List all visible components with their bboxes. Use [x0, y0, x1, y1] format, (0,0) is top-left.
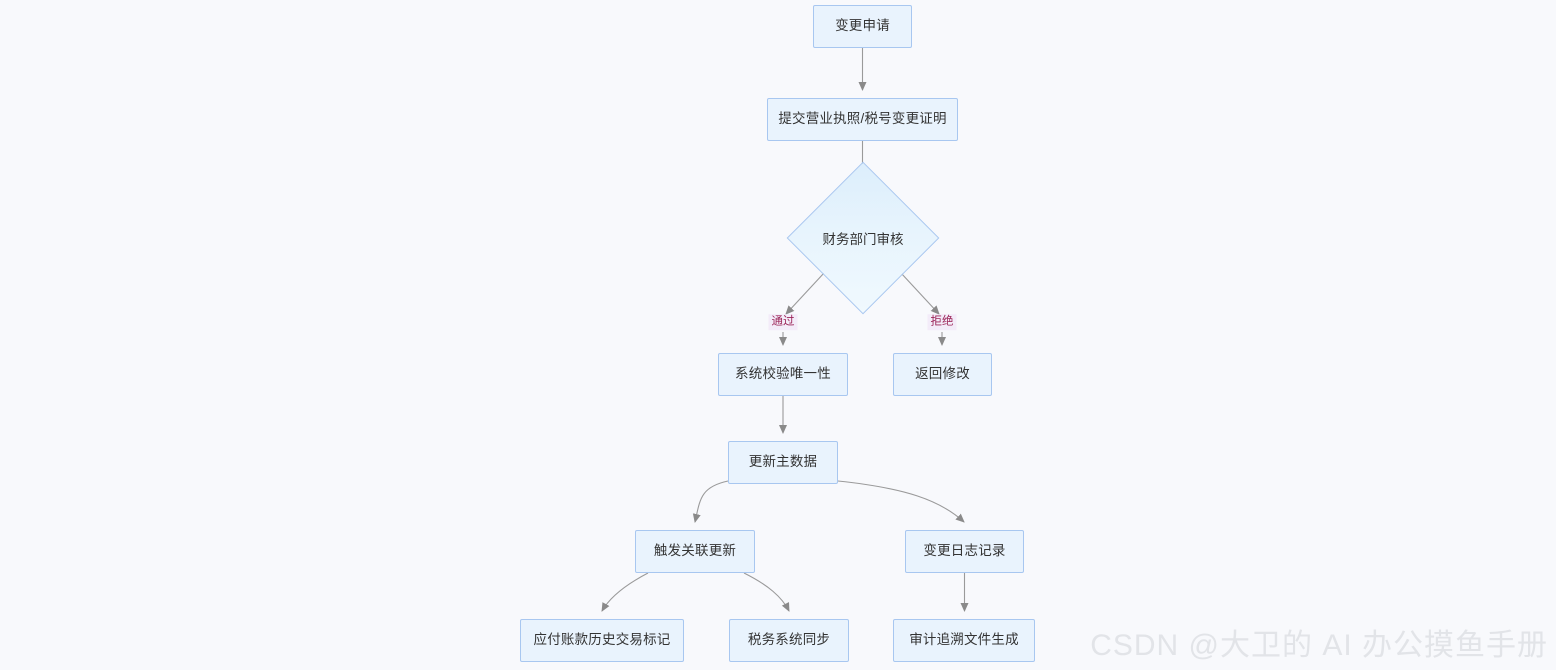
node-system-uniqueness-check[interactable]: 系统校验唯一性 [718, 353, 848, 396]
node-trigger-related-updates[interactable]: 触发关联更新 [635, 530, 755, 573]
node-label: 变更日志记录 [923, 543, 1006, 559]
node-tax-system-sync[interactable]: 税务系统同步 [729, 619, 849, 662]
node-label: 更新主数据 [748, 454, 818, 470]
node-update-master-data[interactable]: 更新主数据 [728, 441, 838, 484]
node-label: 触发关联更新 [653, 543, 737, 559]
node-label: 系统校验唯一性 [735, 366, 831, 382]
node-label: 审计追溯文件生成 [909, 632, 1019, 648]
node-label: 应付账款历史交易标记 [533, 632, 671, 648]
node-audit-trace-file-generation[interactable]: 审计追溯文件生成 [893, 619, 1035, 662]
node-ap-history-transaction-tag[interactable]: 应付账款历史交易标记 [520, 619, 684, 662]
watermark: CSDN @大卫的 AI 办公摸鱼手册 [1090, 629, 1548, 662]
edge-label-rejected: 拒绝 [927, 314, 957, 330]
node-label: 变更申请 [835, 18, 890, 34]
node-change-log-record[interactable]: 变更日志记录 [905, 530, 1024, 573]
node-label: 财务部门审核 [822, 232, 904, 247]
edge-label-approved: 通过 [768, 314, 798, 330]
node-return-for-revision[interactable]: 返回修改 [893, 353, 992, 396]
node-label: 税务系统同步 [747, 632, 831, 648]
edge-n6-n7 [692, 480, 729, 523]
node-change-request[interactable]: 变更申请 [813, 5, 912, 48]
edge-n6-n8 [837, 480, 965, 523]
edge-n7-n10 [743, 572, 790, 612]
node-label: 提交营业执照/税号变更证明 [778, 111, 947, 127]
node-submit-license-tax-proof[interactable]: 提交营业执照/税号变更证明 [767, 98, 958, 141]
node-label: 返回修改 [915, 366, 970, 382]
node-finance-review[interactable]: 财务部门审核 [786, 161, 940, 315]
edge-n7-n9 [601, 572, 649, 612]
